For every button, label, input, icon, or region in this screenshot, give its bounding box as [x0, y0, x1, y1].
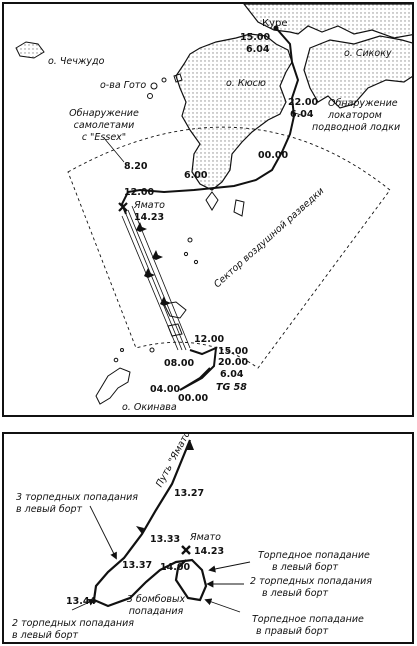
- time-0800: 08.00: [164, 358, 195, 369]
- annot-4-l2: попадания: [128, 606, 184, 617]
- time-1500-b: 15.00: [218, 346, 249, 357]
- time-600: 6.00: [184, 170, 208, 181]
- time-0400: 04.00: [150, 384, 181, 395]
- annot-5-l2: в правый борт: [256, 626, 329, 637]
- search-sector: [67, 126, 391, 369]
- yamato-route: [120, 27, 300, 215]
- annot-2-l1: Торпедное попадание: [258, 550, 370, 561]
- yamato-label-bottom: Ямато: [190, 532, 221, 543]
- time-0000-b: 00.00: [178, 393, 209, 404]
- time-1200-a: 12.00: [124, 187, 155, 198]
- bottom-map-graphic: [71, 439, 251, 613]
- essex-detect-l3: с "Essex": [81, 132, 127, 143]
- time-1333: 13.33: [150, 534, 181, 545]
- annot-1-l1: 3 торпедных попадания: [16, 492, 138, 503]
- yamato-time-bottom: 14.23: [194, 546, 225, 557]
- time-1400: 14.00: [160, 562, 191, 573]
- time-604-a: 6.04: [246, 44, 270, 55]
- kure-label: Куре: [262, 18, 288, 29]
- sub-detect-l3: подводной лодки: [312, 122, 401, 133]
- bottom-map-panel: Путь "Ямато" 13.27 13.33 13.37 14.00 13.…: [2, 432, 414, 644]
- annot-1-l2: в левый борт: [16, 504, 83, 515]
- annot-6-l1: 2 торпедных попадания: [12, 618, 134, 629]
- annot-4-l1: 3 бомбовых: [126, 594, 186, 605]
- annot-6-l2: в левый борт: [12, 630, 79, 641]
- shikoku-label: о. Сикоку: [344, 48, 392, 59]
- cheju-label: о. Чечжудо: [48, 56, 105, 67]
- aircraft-icons: [136, 222, 171, 306]
- time-1327: 13.27: [174, 488, 205, 499]
- yamato-time-top: 14.23: [134, 212, 165, 223]
- time-2200: 22.00: [288, 97, 319, 108]
- tg58-label: TG 58: [216, 382, 247, 393]
- okinawa-island: [95, 367, 131, 405]
- time-1344: 13.44: [66, 596, 97, 607]
- annot-3-l1: 2 торпедных попадания: [250, 576, 372, 587]
- cheju-island: [15, 41, 45, 59]
- tg58-route: [179, 346, 218, 391]
- okinawa-label: о. Окинава: [122, 402, 177, 413]
- yamato-sinking-icon: [118, 202, 128, 212]
- top-map-graphic: [15, 4, 412, 405]
- time-1337: 13.37: [122, 560, 153, 571]
- time-604-b: 6.04: [290, 109, 314, 120]
- sub-detect-l1: Обнаружение: [328, 98, 398, 109]
- top-map-panel: Куре 15.00 6.04 о. Чечжудо о-ва Гото о. …: [2, 2, 414, 417]
- annot-3-l2: в левый борт: [262, 588, 329, 599]
- time-820: 8.20: [124, 161, 148, 172]
- kyushu-island: [175, 33, 293, 191]
- time-2000: 20.00: [218, 357, 249, 368]
- time-1500: 15.00: [240, 32, 271, 43]
- kyushu-label: о. Кюсю: [226, 78, 266, 89]
- amami-islands: [163, 301, 187, 319]
- time-604-c: 6.04: [220, 369, 244, 380]
- shikoku-island: [303, 35, 412, 109]
- yamato-track: [92, 439, 208, 608]
- annot-2-l2: в левый борт: [272, 562, 339, 573]
- essex-detect-l2: самолетами: [73, 120, 135, 131]
- goto-label: о-ва Гото: [100, 80, 147, 91]
- time-0000-a: 00.00: [258, 150, 289, 161]
- yamato-sinking-icon: [181, 545, 191, 555]
- strike-tracks: [121, 205, 191, 351]
- essex-detect-l1: Обнаружение: [69, 108, 139, 119]
- time-1200-b: 12.00: [194, 334, 225, 345]
- sub-detect-l2: локатором: [328, 110, 382, 121]
- annot-5-l1: Торпедное попадание: [252, 614, 364, 625]
- yamato-label-top: Ямато: [134, 200, 165, 211]
